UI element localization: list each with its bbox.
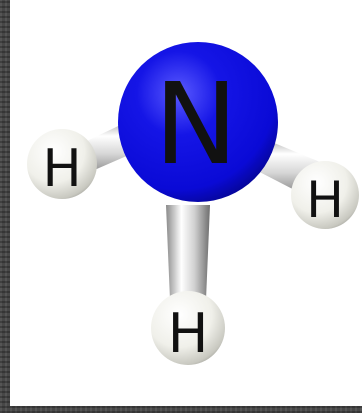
center-atom-label: N xyxy=(154,60,238,190)
ligand-atom-sphere xyxy=(151,291,225,365)
hydrogen-atom-left: H xyxy=(27,129,97,199)
ligand-atom-sphere xyxy=(291,161,359,229)
hydrogen-atom-bottom: H xyxy=(151,291,225,365)
molecule-diagram: H H H N xyxy=(27,42,359,365)
bond-bottom xyxy=(166,205,210,300)
hydrogen-atom-right: H xyxy=(291,161,359,229)
molecule-canvas: H H H N xyxy=(10,0,362,406)
center-atom-sphere xyxy=(118,42,278,202)
ligand-atom-label: H xyxy=(42,139,81,199)
nitrogen-atom: N xyxy=(118,42,278,202)
ligand-atom-sphere xyxy=(27,129,97,199)
ligand-atom-label: H xyxy=(168,302,209,365)
ligand-atom-label: H xyxy=(306,171,344,229)
